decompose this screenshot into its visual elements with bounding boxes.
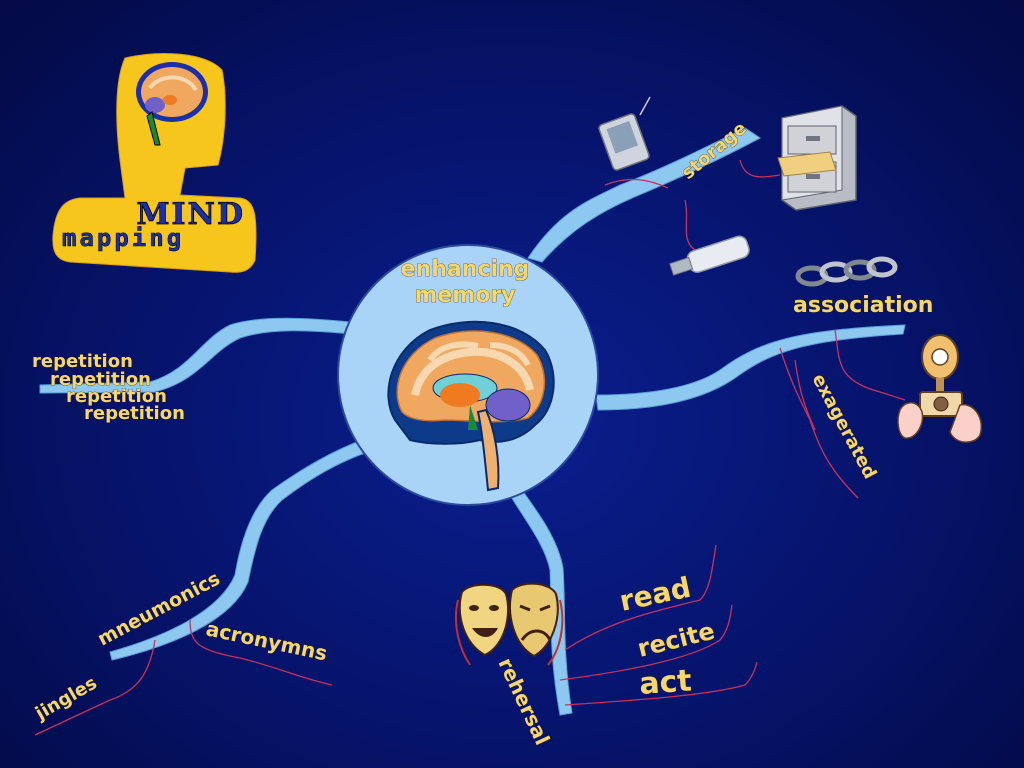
logo-line2: mapping (62, 224, 184, 252)
label-exagerated: exagerated (808, 370, 881, 482)
label-read: read (617, 571, 694, 618)
label-association: association (793, 293, 933, 318)
label-storage: storage (678, 118, 751, 184)
repetition-labels: repetition repetition repetition repetit… (32, 351, 186, 425)
branch-storage (527, 127, 761, 263)
branch-mneumonics (109, 439, 369, 661)
branch-association (595, 324, 906, 411)
label-act: act (638, 663, 693, 702)
center-title-line1: enhancing (401, 257, 530, 282)
pda-icon (598, 96, 651, 171)
label-repetition-3: repetition (66, 386, 167, 407)
branch-repetition (39, 317, 353, 394)
label-jingles: jingles (31, 673, 101, 725)
label-rehersal: rehersal (493, 654, 554, 749)
label-repetition-4: repetition (84, 403, 185, 424)
camera-icon (897, 334, 982, 443)
label-recite: recite (635, 617, 718, 663)
center-node: enhancing memory (337, 244, 599, 506)
usb-drive-icon (669, 235, 750, 276)
center-title-line2: memory (414, 283, 515, 308)
label-repetition-2: repetition (50, 369, 151, 390)
branch-rehersal (509, 489, 573, 716)
brain-icon (387, 320, 555, 492)
connector-lines (34, 159, 906, 736)
logo-line1: MIND (136, 197, 245, 232)
theater-masks-icon (454, 582, 564, 666)
branch-ribbons (39, 127, 906, 716)
chain-icon (795, 256, 898, 287)
mind-mapping-logo: MIND mapping (52, 53, 257, 273)
filing-cabinet-icon (777, 105, 857, 211)
label-acronymns: acronymns (204, 616, 330, 665)
logo-brain-icon (136, 62, 208, 146)
label-repetition-1: repetition (32, 351, 133, 372)
